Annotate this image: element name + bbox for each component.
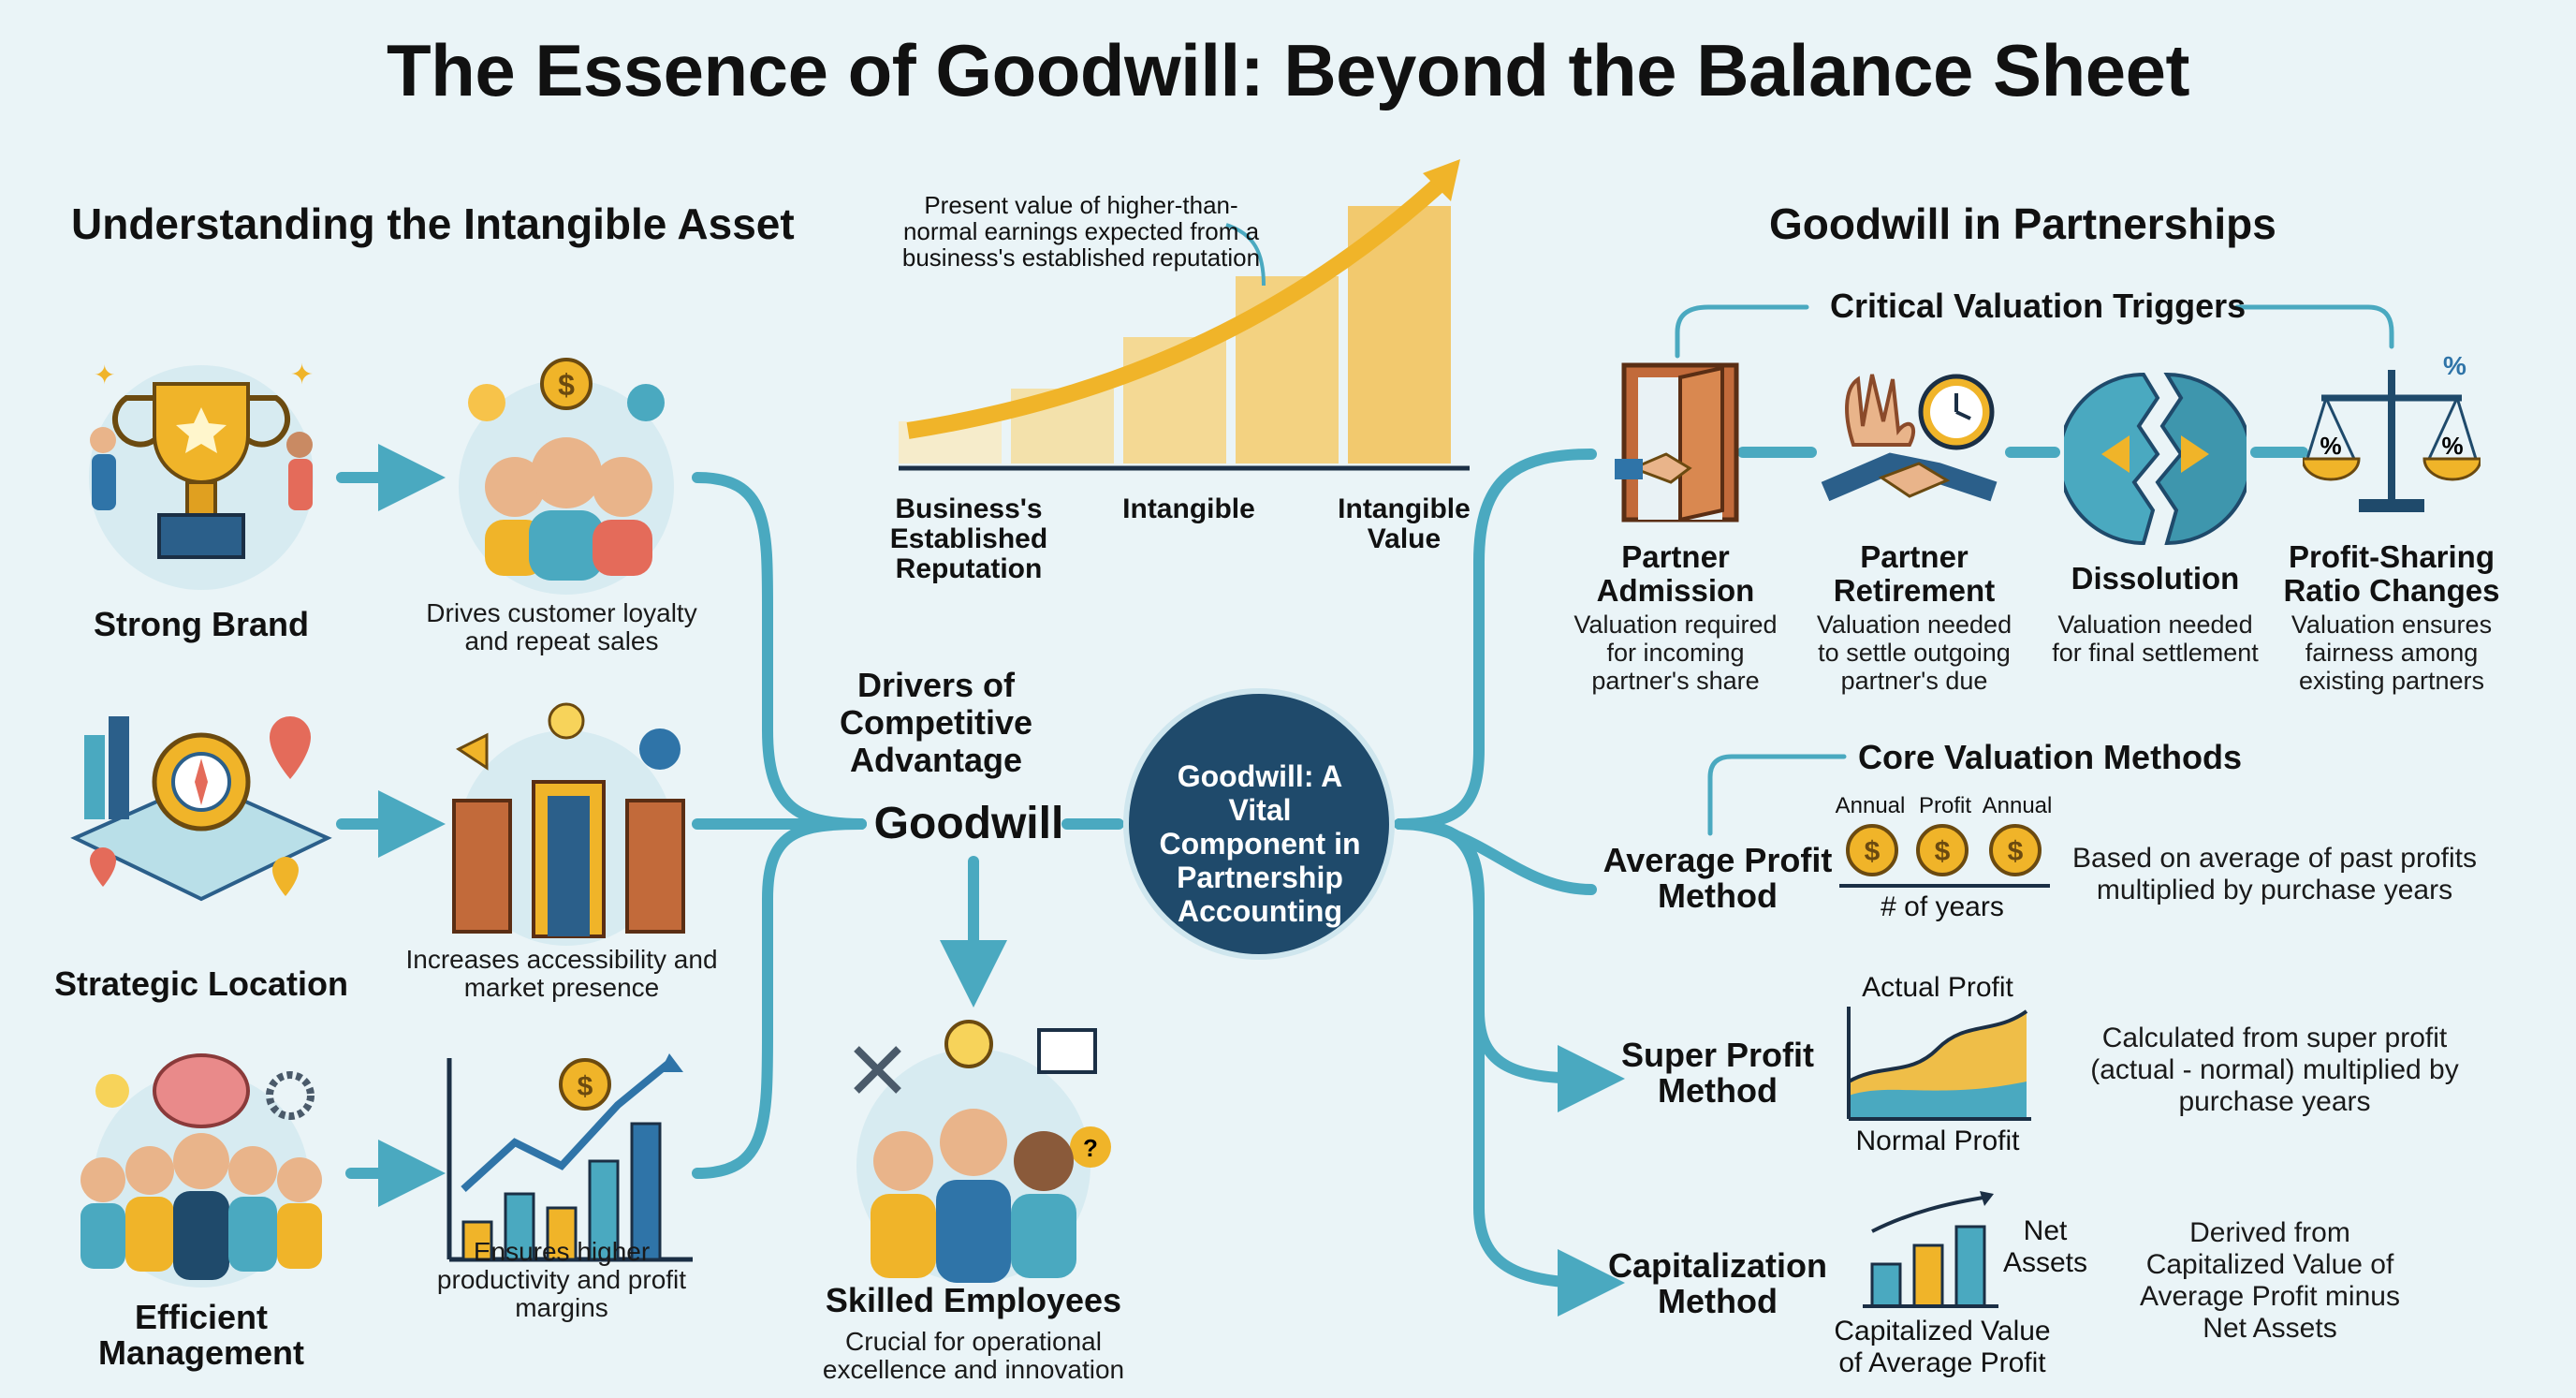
loyal-customers-icon: $ xyxy=(459,358,674,595)
goodwill-label: Goodwill xyxy=(873,799,1064,848)
trigger-retirement-label: Partner Retirement xyxy=(1833,539,1996,608)
trigger-admission-label: Partner Admission xyxy=(1596,539,1755,608)
curve-arrowhead xyxy=(1423,159,1460,201)
methods-heading: Core Valuation Methods xyxy=(1858,738,2243,776)
svg-text:%: % xyxy=(2320,432,2341,460)
capitalization-bottom-label: Capitalized Value of Average Profit xyxy=(1834,1316,2051,1378)
driver-strategic-location-label: Strategic Location xyxy=(53,964,349,1003)
intangible-value-curve xyxy=(899,159,1470,471)
trigger-dissolution-caption: Valuation needed for final settlement xyxy=(2052,611,2259,667)
trigger-ratio-label: Profit-Sharing Ratio Changes xyxy=(2283,539,2500,608)
right-section-heading: Goodwill in Partnerships xyxy=(1769,199,2276,248)
svg-text:?: ? xyxy=(1083,1134,1098,1162)
triggers-heading: Critical Valuation Triggers xyxy=(1830,287,2247,325)
curve-annotation: Present value of higher-than-normal earn… xyxy=(901,191,1261,272)
method-capitalization-label: Capitalization Method xyxy=(1607,1246,1828,1320)
curve-bar-4 xyxy=(1236,276,1339,464)
skilled-employees-label: Skilled Employees xyxy=(825,1281,1122,1319)
method-capitalization-description: Derived from Capitalized Value of Averag… xyxy=(2140,1217,2400,1344)
svg-text:%: % xyxy=(2443,351,2466,380)
curve-label-intangible: Intangible xyxy=(1122,493,1255,524)
wave-clock-icon xyxy=(1821,374,1998,502)
trigger-retirement-caption: Valuation needed to settle outgoing part… xyxy=(1816,611,2012,695)
trigger-admission-caption: Valuation required for incoming partner'… xyxy=(1573,611,1778,695)
svg-text:$: $ xyxy=(2008,836,2024,867)
team-brain-icon xyxy=(80,1053,322,1288)
driver-efficient-management-label: Efficient Management xyxy=(97,1298,305,1372)
capitalization-chart xyxy=(1863,1191,1998,1308)
driver-strong-brand-label: Strong Brand xyxy=(94,605,309,643)
skilled-employees-caption: Crucial for operational excellence and i… xyxy=(822,1327,1125,1384)
svg-text:$: $ xyxy=(578,1071,593,1102)
formula-word-2: Profit xyxy=(1918,793,1971,818)
trigger-ratio-caption: Valuation ensures fairness among existin… xyxy=(2291,611,2493,695)
driver-strategic-location-caption: Increases accessibility and market prese… xyxy=(405,945,718,1002)
coin-formula-icon: $ $ $ xyxy=(1839,824,2050,888)
curve-line xyxy=(906,171,1453,439)
curve-label-intangible-value: Intangible Value xyxy=(1338,493,1471,554)
svg-text:$: $ xyxy=(558,368,575,402)
page-title: The Essence of Goodwill: Beyond the Bala… xyxy=(387,29,2189,111)
left-section-heading: Understanding the Intangible Asset xyxy=(71,199,795,248)
growth-chart-icon: $ xyxy=(446,1053,693,1262)
trophy-icon: ✦✦ xyxy=(89,360,314,590)
svg-text:✦: ✦ xyxy=(94,361,115,390)
curve-label-reputation: Business's Established Reputation xyxy=(889,493,1048,584)
door-handshake-icon xyxy=(1615,362,1739,522)
method-super-label: Super Profit Method xyxy=(1620,1036,1814,1110)
super-profit-chart xyxy=(1847,1007,2031,1121)
driver-efficient-management-caption: Ensures higher productivity and profit m… xyxy=(436,1237,687,1322)
map-pin-icon xyxy=(70,716,332,902)
svg-text:✦: ✦ xyxy=(290,360,314,390)
broken-circle-icon xyxy=(2064,372,2247,546)
svg-text:%: % xyxy=(2441,432,2463,460)
formula-denominator: # of years xyxy=(1881,891,2004,922)
open-doors-icon xyxy=(452,702,685,946)
method-average-label: Average Profit Method xyxy=(1603,841,1833,915)
formula-word-1: Annual xyxy=(1835,793,1906,818)
driver-strong-brand-caption: Drives customer loyalty and repeat sales xyxy=(426,598,697,655)
method-super-description: Calculated from super profit (actual - n… xyxy=(2090,1023,2459,1117)
skilled-employees-icon: ? xyxy=(854,1020,1111,1283)
formula-word-3: Annual xyxy=(1982,793,2053,818)
scales-icon: % % % xyxy=(2303,351,2481,512)
trigger-dissolution-label: Dissolution xyxy=(2071,561,2240,596)
svg-text:$: $ xyxy=(1935,836,1951,867)
core-goodwill-circle: Goodwill: A Vital Component in Partnersh… xyxy=(1123,688,1395,960)
super-chart-bottom-label: Normal Profit xyxy=(1855,1126,2020,1156)
capitalization-net-assets-label: Net Assets xyxy=(2002,1215,2088,1278)
drivers-competitive-advantage-label: Drivers of Competitive Advantage xyxy=(839,666,1033,779)
method-average-description: Based on average of past profits multipl… xyxy=(2072,843,2477,905)
svg-text:$: $ xyxy=(1865,836,1881,867)
core-goodwill-text: Goodwill: A Vital Component in Partnersh… xyxy=(1159,759,1361,928)
super-chart-top-label: Actual Profit xyxy=(1862,972,2013,1003)
